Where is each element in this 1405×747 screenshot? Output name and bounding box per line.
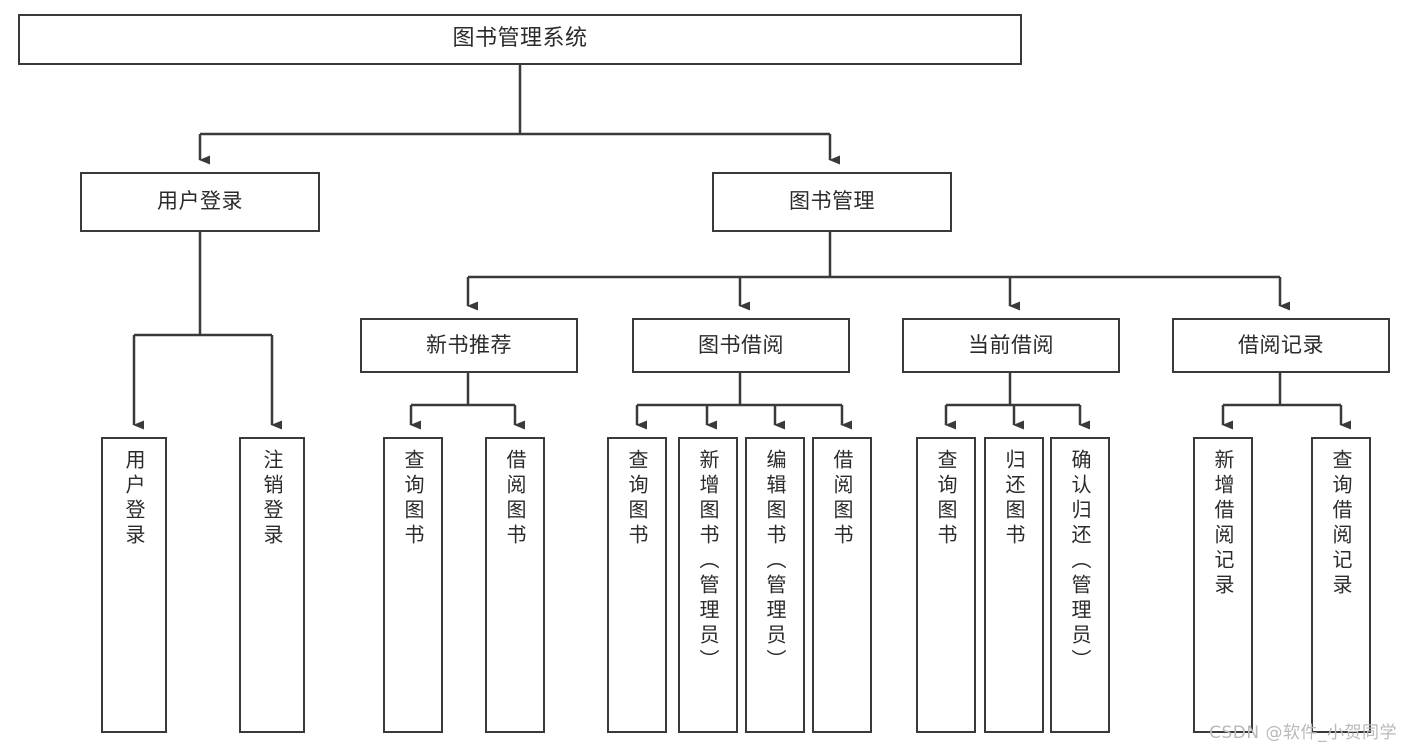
leaf-query-book-recommend[interactable]: 查询图书 [383, 437, 443, 733]
leaf-label: 查询借阅记录 [1329, 449, 1353, 599]
leaf-logout[interactable]: 注销登录 [239, 437, 305, 733]
leaf-label: 用户登录 [122, 449, 146, 549]
leaf-add-book-admin[interactable]: 新增图书（管理员） [678, 437, 738, 733]
node-new-book-recommend[interactable]: 新书推荐 [360, 318, 578, 373]
node-root-system[interactable]: 图书管理系统 [18, 14, 1022, 65]
leaf-label: 归还图书 [1002, 449, 1026, 549]
csdn-watermark: CSDN @软件_小贺同学 [1209, 723, 1397, 743]
leaf-label: 借阅图书 [503, 449, 527, 549]
node-book-borrow[interactable]: 图书借阅 [632, 318, 850, 373]
leaf-label: 查询图书 [401, 449, 425, 549]
leaf-query-borrow-record[interactable]: 查询借阅记录 [1311, 437, 1371, 733]
leaf-edit-book-admin[interactable]: 编辑图书（管理员） [745, 437, 805, 733]
leaf-borrow-book[interactable]: 借阅图书 [812, 437, 872, 733]
node-current-borrow[interactable]: 当前借阅 [902, 318, 1120, 373]
leaf-label: 注销登录 [260, 449, 284, 549]
leaf-query-book-borrow[interactable]: 查询图书 [607, 437, 667, 733]
node-user-login[interactable]: 用户登录 [80, 172, 320, 232]
leaf-label: 借阅图书 [830, 449, 854, 549]
leaf-label: 编辑图书（管理员） [763, 449, 787, 674]
leaf-query-book-current[interactable]: 查询图书 [916, 437, 976, 733]
leaf-label: 确认归还（管理员） [1068, 449, 1092, 674]
leaf-label: 新增图书（管理员） [696, 449, 720, 674]
leaf-add-borrow-record[interactable]: 新增借阅记录 [1193, 437, 1253, 733]
leaf-label: 新增借阅记录 [1211, 449, 1235, 599]
node-borrow-record[interactable]: 借阅记录 [1172, 318, 1390, 373]
leaf-borrow-book-recommend[interactable]: 借阅图书 [485, 437, 545, 733]
leaf-user-login[interactable]: 用户登录 [101, 437, 167, 733]
leaf-label: 查询图书 [934, 449, 958, 549]
node-book-management[interactable]: 图书管理 [712, 172, 952, 232]
leaf-return-book[interactable]: 归还图书 [984, 437, 1044, 733]
leaf-label: 查询图书 [625, 449, 649, 549]
leaf-confirm-return-admin[interactable]: 确认归还（管理员） [1050, 437, 1110, 733]
